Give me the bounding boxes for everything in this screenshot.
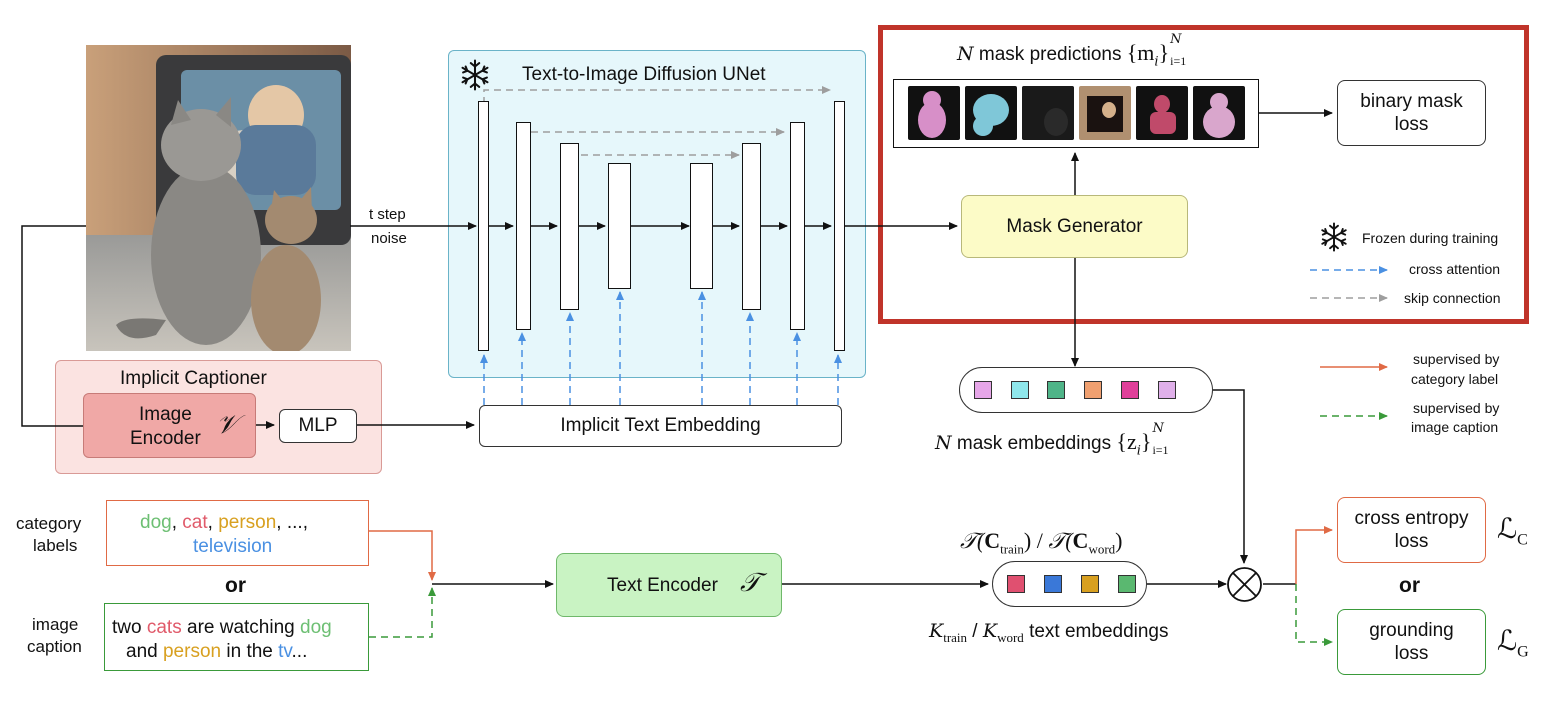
cross-entropy-loss-box: cross entropy loss (1337, 497, 1486, 563)
word-person: person (162, 641, 222, 662)
image-caption-box (104, 603, 369, 671)
category-labels-side-2: labels (33, 536, 78, 555)
text-encoder-box (556, 553, 782, 617)
binary-mask-loss-line1: binary mask (1360, 91, 1463, 112)
unet-layer-4 (608, 163, 631, 289)
mlp-box: MLP (279, 409, 357, 443)
cross-entropy-loss-line1: cross entropy (1354, 508, 1469, 529)
image-encoder-label-1: Image (139, 404, 192, 425)
text-embeddings-top-label: 𝒯(Ctrain) / 𝒯(Cword) (960, 528, 1123, 557)
snowflake-icon (1318, 221, 1350, 253)
unet-layer-1 (478, 101, 489, 351)
category-labels-side-1: category (16, 514, 82, 533)
word-tv: tv (278, 641, 292, 662)
mask-generator-box: Mask Generator (961, 195, 1188, 258)
mask-embedding-chip (1084, 381, 1102, 399)
image-encoder-box (83, 393, 256, 458)
image-encoder-symbol: 𝒱 (216, 410, 238, 439)
image-caption-line1: two cats are watching dog (112, 617, 332, 638)
mask-thumbnail (1193, 86, 1245, 140)
image-caption-side-2: caption (27, 637, 82, 656)
input-photo (86, 45, 351, 351)
dot-product-operator (1226, 566, 1263, 603)
word-television: television (193, 536, 273, 557)
unet-title: Text-to-Image Diffusion UNet (522, 64, 766, 85)
grounding-loss-line1: grounding (1369, 620, 1454, 641)
category-labels-line1: dog, cat, person, ..., (140, 512, 308, 533)
image-caption-line2: and person in the tv... (126, 641, 308, 662)
noise-label: noise (371, 230, 407, 247)
legend-supervised-cat-2: category label (1411, 371, 1499, 387)
mask-thumbnail (908, 86, 960, 140)
mask-embedding-chip (1121, 381, 1139, 399)
text-encoder-symbol: 𝒯 (740, 568, 760, 597)
legend-supervised-cap-2: image caption (1411, 419, 1499, 435)
unet-layer-6 (742, 143, 761, 310)
word-person: person (218, 512, 277, 533)
loss-g-symbol: ℒG (1497, 626, 1529, 661)
word-dog: dog (140, 512, 172, 533)
text-embedding-chip (1118, 575, 1136, 593)
legend-skip-connection: skip connection (1404, 290, 1501, 306)
binary-mask-loss-line2: loss (1394, 114, 1429, 135)
unet-layer-7 (790, 122, 805, 330)
grounding-loss-box: grounding loss (1337, 609, 1486, 675)
implicit-captioner-title: Implicit Captioner (120, 368, 267, 389)
or-left: or (225, 574, 246, 597)
mask-embedding-chip (974, 381, 992, 399)
text-embedding-chip (1081, 575, 1099, 593)
image-encoder-label-2: Encoder (130, 428, 201, 449)
text-encoder-label: Text Encoder (607, 575, 718, 596)
mask-embedding-chip (1011, 381, 1029, 399)
mask-thumbnail (1136, 86, 1188, 140)
legend-frozen: Frozen during training (1362, 230, 1499, 246)
image-caption-side-1: image (32, 615, 79, 634)
mask-thumbnail (1022, 86, 1074, 140)
implicit-text-embedding-box: Implicit Text Embedding (479, 405, 842, 447)
word-cat: cat (182, 512, 208, 533)
t-step-label: t step (369, 206, 406, 223)
word-cats: cats (146, 617, 182, 638)
word-dog: dog (300, 617, 332, 638)
text-embedding-chip (1007, 575, 1025, 593)
category-labels-box (106, 500, 369, 566)
text-embeddings-bottom-label: Ktrain / Kword text embeddings (929, 620, 1169, 645)
mask-embedding-chip (1047, 381, 1065, 399)
unet-layer-3 (560, 143, 579, 310)
cross-entropy-loss-line2: loss (1394, 531, 1429, 552)
unet-layer-8 (834, 101, 845, 351)
snowflake-icon (458, 58, 492, 92)
grounding-loss-line2: loss (1394, 643, 1429, 664)
unet-layer-5 (690, 163, 713, 289)
legend-cross-attention: cross attention (1409, 261, 1501, 277)
unet-layer-2 (516, 122, 531, 330)
mask-embedding-chip (1158, 381, 1176, 399)
mask-thumbnail (965, 86, 1017, 140)
text-embedding-chip (1044, 575, 1062, 593)
mask-thumbnail (1079, 86, 1131, 140)
loss-c-symbol: ℒC (1497, 514, 1528, 549)
or-right: or (1399, 574, 1420, 597)
cats-watching-tv-illustration (86, 45, 351, 351)
binary-mask-loss-box: binary mask loss (1337, 80, 1486, 146)
legend-supervised-cat-1: supervised by (1413, 351, 1500, 367)
legend-supervised-cap-1: supervised by (1413, 400, 1500, 416)
highlight-frame (878, 25, 1529, 324)
